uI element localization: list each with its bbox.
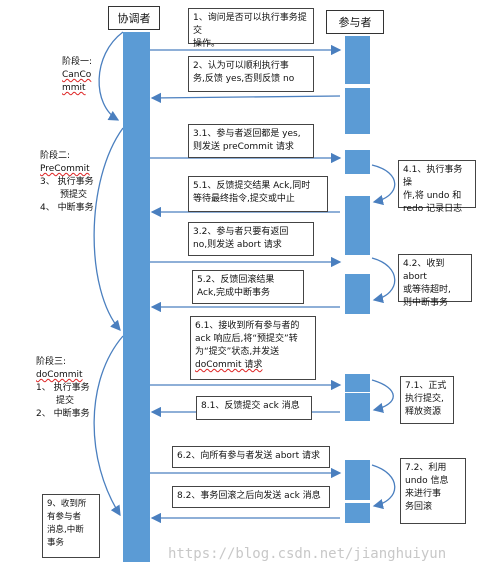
phase1-label: 阶段一: CanCo mmit — [62, 57, 93, 93]
message-8-1: 8.1、反馈提交 ack 消息 — [196, 396, 312, 420]
arrow-m2 — [150, 92, 341, 104]
curve-n72 — [371, 464, 396, 510]
message-6-2: 6.2、向所有参与者发送 abort 请求 — [172, 446, 330, 468]
note-7-1: 7.1、正式 执行提交, 释放资源 — [400, 376, 454, 424]
coordinator-label: 协调者 — [117, 12, 151, 25]
participant-activation-9 — [345, 460, 370, 500]
participant-activation-1 — [345, 36, 370, 84]
message-3-1: 3.1、参与者返回都是 yes, 则发送 preCommit 请求 — [188, 124, 314, 158]
participant-activation-8 — [345, 393, 370, 421]
note-7-2: 7.2、利用 undo 信息 来进行事 务回滚 — [400, 458, 466, 524]
coordinator-header: 协调者 — [108, 6, 160, 30]
message-3-2: 3.2、参与者只要有返回 no,则发送 abort 请求 — [188, 222, 314, 256]
participant-header: 参与者 — [326, 10, 384, 34]
message-2: 2、认为可以顺利执行事 务,反馈 yes,否则反馈 no — [188, 56, 314, 92]
phase3-label: 阶段三: doCommit 1、 执行事务 提交 2、 中断事务 — [36, 357, 90, 419]
phase3-bracket — [93, 335, 124, 517]
note-4-1: 4.1、执行事务操 作,将 undo 和 redo 记录日志 — [398, 160, 476, 214]
phase2-label: 阶段二: PreCommit 3、 执行事务 预提交 4、 中断事务 — [40, 151, 94, 213]
phase2-bracket — [93, 127, 124, 331]
message-5-1: 5.1、反馈提交结果 Ack,同时 等待最终指令,提交或中止 — [188, 176, 328, 212]
participant-activation-5 — [345, 217, 370, 255]
participant-label: 参与者 — [338, 16, 372, 29]
participant-activation-10 — [345, 503, 370, 523]
participant-activation-3 — [345, 150, 370, 174]
note-9: 9、收到所 有参与者 消息,中断 事务 — [42, 494, 100, 558]
message-5-2: 5.2、反馈回滚结果 Ack,完成中断事务 — [192, 270, 304, 304]
curve-n71 — [371, 379, 394, 414]
curve-n42 — [371, 257, 396, 304]
coordinator-lifeline — [123, 32, 150, 562]
message-8-2: 8.2、事务回滚之后向发送 ack 消息 — [172, 486, 330, 508]
phase1-bracket — [98, 31, 124, 121]
watermark: https://blog.csdn.net/jianghuiyun — [168, 546, 447, 562]
participant-activation-2 — [345, 88, 370, 134]
message-1: 1、询问是否可以执行事务提交 操作。 — [188, 8, 314, 49]
note-4-2: 4.2、收到 abort 或等待超时, 则中断事务 — [398, 254, 472, 308]
participant-activation-7 — [345, 374, 370, 392]
message-6-1: 6.1、接收到所有参与者的 ack 响应后,将“预提交”转 为“提交”状态,并发… — [190, 316, 316, 380]
curve-n41 — [371, 164, 396, 206]
participant-activation-4 — [345, 196, 370, 218]
participant-activation-6 — [345, 274, 370, 314]
